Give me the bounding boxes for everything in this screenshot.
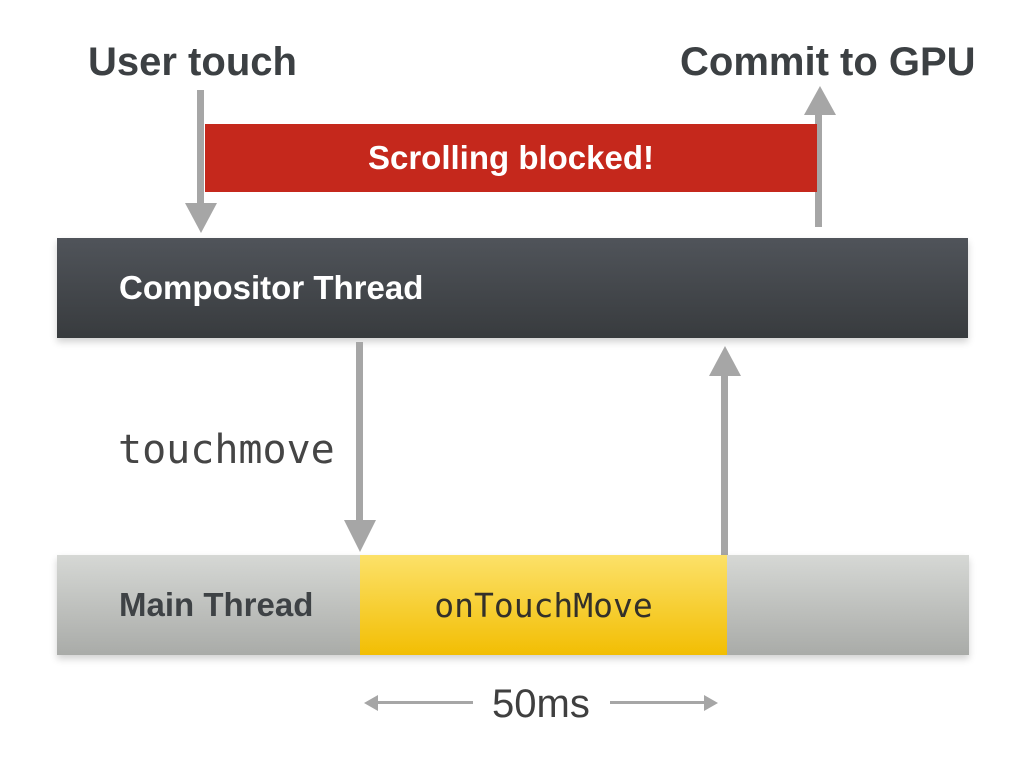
commit-to-gpu-label: Commit to GPU: [680, 40, 976, 84]
compositor-thread-bar: Compositor Thread: [57, 238, 968, 338]
main-thread-label: Main Thread: [119, 586, 314, 623]
return-arrow-shaft: [721, 375, 728, 555]
main-thread-bar: onTouchMove Main Thread: [57, 555, 969, 655]
return-arrowhead: [709, 346, 741, 376]
scrolling-blocked-banner: Scrolling blocked!: [205, 124, 817, 192]
touchmove-arrowhead: [344, 520, 376, 552]
touchmove-arrow-shaft: [356, 342, 363, 520]
ontouchmove-task-block: onTouchMove: [360, 555, 727, 655]
compositor-thread-label: Compositor Thread: [119, 269, 424, 306]
duration-left-line: [377, 701, 473, 704]
duration-right-arrowhead: [704, 695, 718, 711]
ontouchmove-task-label: onTouchMove: [434, 585, 653, 625]
user-touch-arrow-shaft: [197, 90, 204, 205]
scrolling-blocked-label: Scrolling blocked!: [367, 139, 655, 176]
duration-left-arrowhead: [364, 695, 378, 711]
duration-right-line: [610, 701, 705, 704]
commit-arrow-shaft: [815, 114, 822, 227]
user-touch-arrowhead: [185, 203, 217, 233]
touchmove-event-label: touchmove: [118, 427, 335, 473]
duration-label: 50ms: [492, 682, 590, 726]
user-touch-label: User touch: [88, 40, 297, 84]
commit-arrowhead: [804, 86, 836, 115]
